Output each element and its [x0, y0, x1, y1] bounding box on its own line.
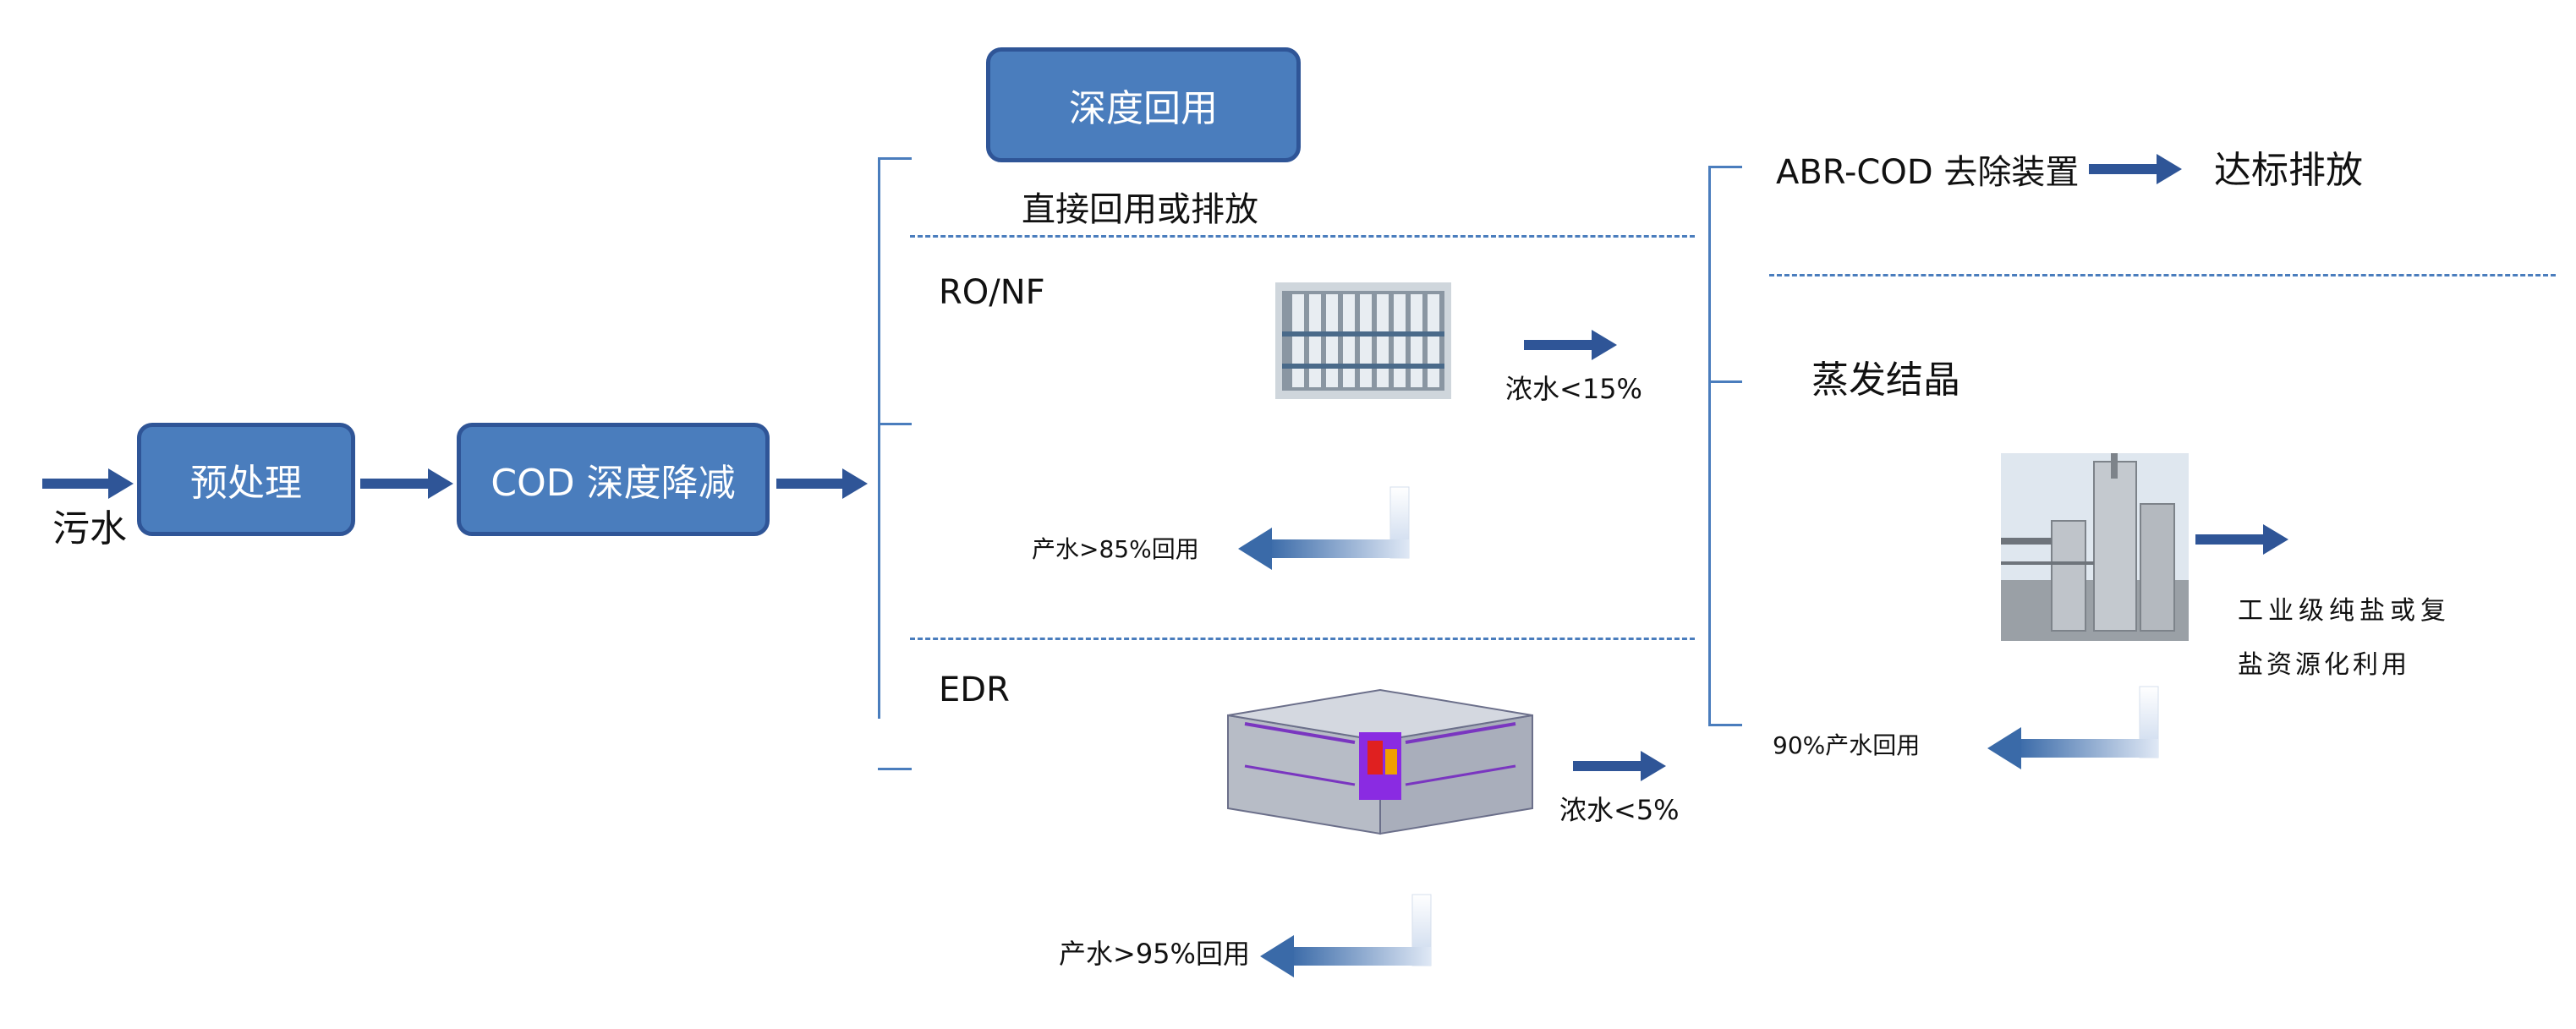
right-bracket-tick-bottom — [1708, 724, 1742, 726]
divider-mid — [910, 638, 1695, 640]
input-label: 污水 — [52, 507, 127, 550]
bracket-tick-mid — [878, 423, 912, 425]
edr-product-label: 产水>95%回用 — [1059, 938, 1250, 970]
salt-label-line2: 盐资源化利用 — [2238, 650, 2410, 680]
abr-arrow — [2089, 154, 2182, 184]
right-bracket-tick-mid — [1708, 380, 1742, 383]
ro-nf-product-label: 产水>85%回用 — [1032, 535, 1199, 563]
evaporation-title: 蒸发结晶 — [1811, 359, 1960, 402]
deep-reuse-label: 深度回用 — [1069, 87, 1218, 130]
direct-reuse-label: 直接回用或排放 — [1022, 190, 1258, 229]
right-bracket-tick-top — [1708, 166, 1742, 168]
input-arrow — [42, 468, 134, 499]
right-bracket — [1708, 166, 1711, 725]
ro-nf-product-arrow — [1238, 486, 1410, 570]
pretreatment-label: 预处理 — [190, 462, 302, 505]
abr-device-label: ABR-COD 去除装置 — [1776, 153, 2080, 192]
pretreatment-box: 预处理 — [137, 423, 355, 536]
divider-right — [1769, 274, 2556, 276]
deep-reuse-box: 深度回用 — [986, 47, 1301, 162]
branch-bracket — [878, 157, 880, 719]
cod-reduction-label: COD 深度降减 — [491, 462, 736, 505]
cod-reduction-box: COD 深度降减 — [457, 423, 770, 536]
evaporation-product-arrow — [1987, 686, 2159, 769]
evaporation-product-label: 90%产水回用 — [1773, 731, 1921, 759]
ro-nf-title: RO/NF — [939, 273, 1045, 312]
ro-nf-concentrate-arrow — [1524, 330, 1617, 360]
edr-concentrate-label: 浓水<5% — [1559, 794, 1680, 826]
bracket-tick-top — [878, 157, 912, 160]
edr-equipment-image — [1219, 673, 1546, 851]
divider-top — [910, 235, 1695, 238]
ro-nf-concentrate-label: 浓水<15% — [1505, 373, 1642, 405]
bracket-tick-bottom — [878, 768, 912, 770]
edr-product-arrow — [1260, 894, 1432, 977]
edr-title: EDR — [939, 670, 1010, 709]
ro-nf-equipment-image — [1275, 282, 1451, 399]
evaporation-equipment-image — [2001, 453, 2189, 641]
salt-arrow — [2195, 524, 2288, 555]
arrow-pretreatment-to-cod — [360, 468, 453, 499]
edr-concentrate-arrow — [1573, 751, 1666, 781]
arrow-cod-to-branch — [776, 468, 868, 499]
salt-label-line1: 工业级纯盐或复 — [2238, 596, 2451, 626]
abr-result-label: 达标排放 — [2214, 149, 2363, 192]
